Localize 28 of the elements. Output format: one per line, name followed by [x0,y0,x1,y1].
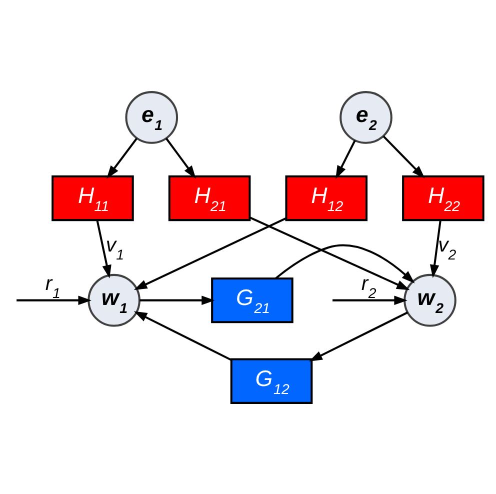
arrow [96,220,112,278]
arrow [275,244,415,283]
arrow [16,295,92,304]
node-box: H$_{21}$ [168,174,251,221]
arrow [430,220,442,278]
node-circle: e$_{1}$ [125,90,178,144]
edge-label: v$_{1}$ [106,234,124,264]
node-circle: e$_{2}$ [340,90,392,144]
edge-label: r$_{2}$ [361,272,376,302]
node-circle: w$_{1}$ [88,273,140,326]
arrow [134,216,286,290]
arrow [140,295,215,304]
arrow [382,135,425,178]
node-box: G$_{12}$ [230,358,313,404]
arrow [249,216,410,290]
arrow [106,137,138,178]
node-circle: w$_{2}$ [404,273,456,326]
edge-label: v$_{2}$ [438,234,456,264]
node-box: H$_{11}$ [52,174,134,221]
arrow [332,295,408,304]
arrow [336,139,356,178]
arrow [309,311,408,361]
node-box: G$_{21}$ [211,276,294,323]
arrow [165,137,196,178]
node-box: H$_{22}$ [402,174,484,221]
edge-label: r$_{1}$ [45,272,60,302]
node-box: H$_{12}$ [285,174,368,221]
arrow [134,310,232,360]
